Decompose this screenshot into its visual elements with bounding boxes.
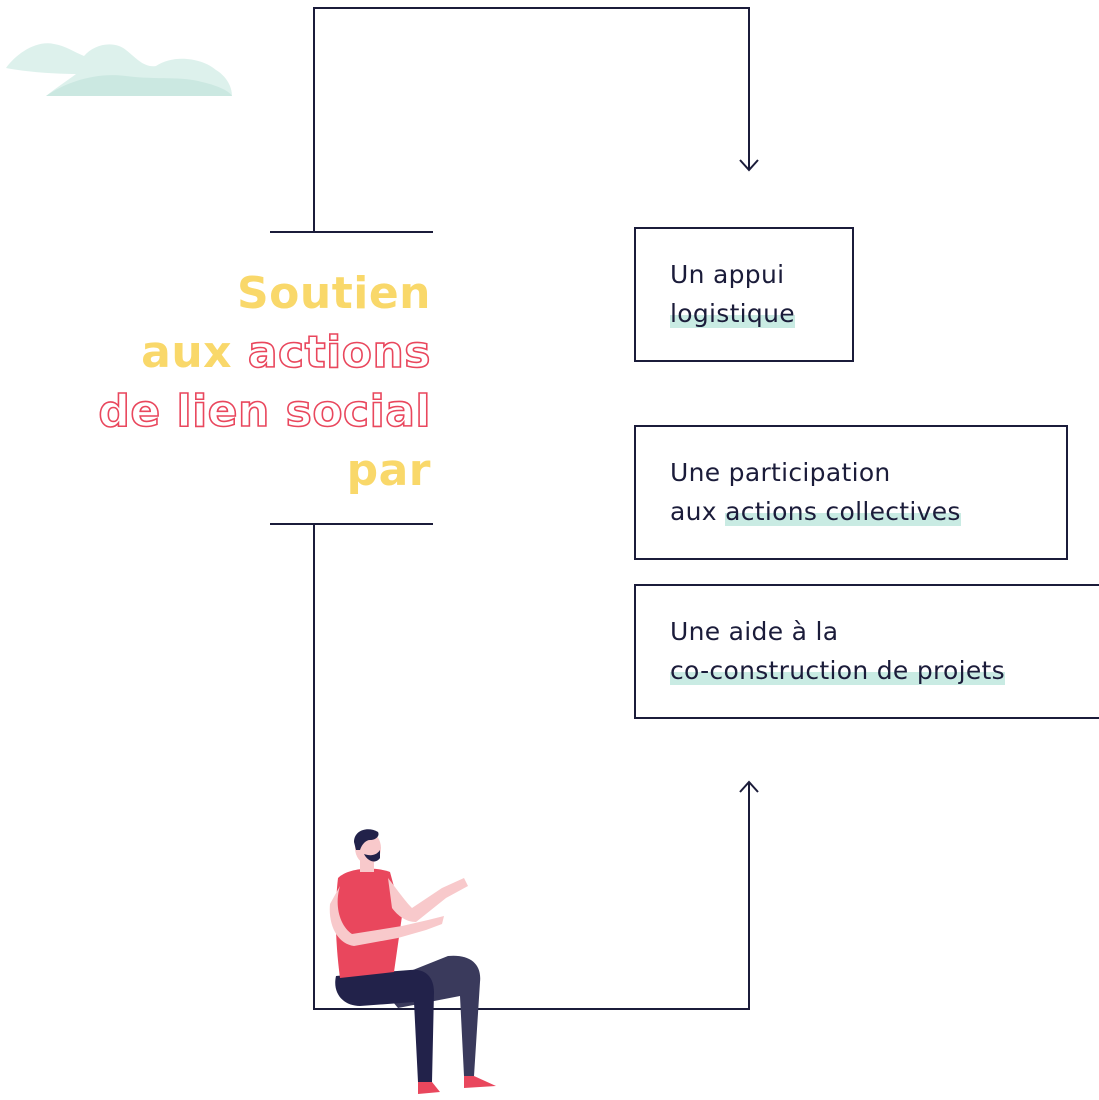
title-word-soutien: Soutien <box>236 268 431 319</box>
box-3-line-2: co-construction de projets <box>670 652 1005 690</box>
box-aide-co-construction: Une aide à la co-construction de projets <box>634 584 1099 719</box>
title-word-aux: aux <box>141 327 233 378</box>
title-line-1: Soutien <box>98 264 431 323</box>
box-1-line-1: Un appui <box>670 260 785 289</box>
title-line-2: aux actions <box>98 323 431 382</box>
cloud-icon <box>6 43 232 96</box>
title-line-4: par <box>98 441 431 500</box>
box-appui-logistique: Un appui logistique <box>634 227 854 362</box>
arrow-down-icon <box>739 159 759 172</box>
box-2-prefix: aux <box>670 497 726 526</box>
box-3-line-1: Une aide à la <box>670 617 839 646</box>
seated-man-illustration <box>329 829 496 1094</box>
diagram-title: Soutien aux actions de lien social par <box>98 264 432 500</box>
arrow-up-icon <box>739 780 759 793</box>
top-connector-line <box>313 7 750 232</box>
box-participation-actions: Une participation aux actions collective… <box>634 425 1068 560</box>
title-word-par: par <box>346 445 431 496</box>
title-phrase-lien-social: de lien social <box>98 385 432 438</box>
box-2-line-2: aux actions collectives <box>670 493 961 531</box>
title-line-3: de lien social <box>98 382 432 441</box>
bottom-connector-line <box>313 524 750 1010</box>
box-3-highlight: co-construction de projets <box>670 656 1005 685</box>
box-1-line-2: logistique <box>670 295 795 333</box>
box-2-line-1: Une participation <box>670 458 891 487</box>
box-1-highlight: logistique <box>670 299 795 328</box>
box-2-highlight: actions collectives <box>725 497 961 526</box>
title-word-actions: actions <box>247 326 431 379</box>
